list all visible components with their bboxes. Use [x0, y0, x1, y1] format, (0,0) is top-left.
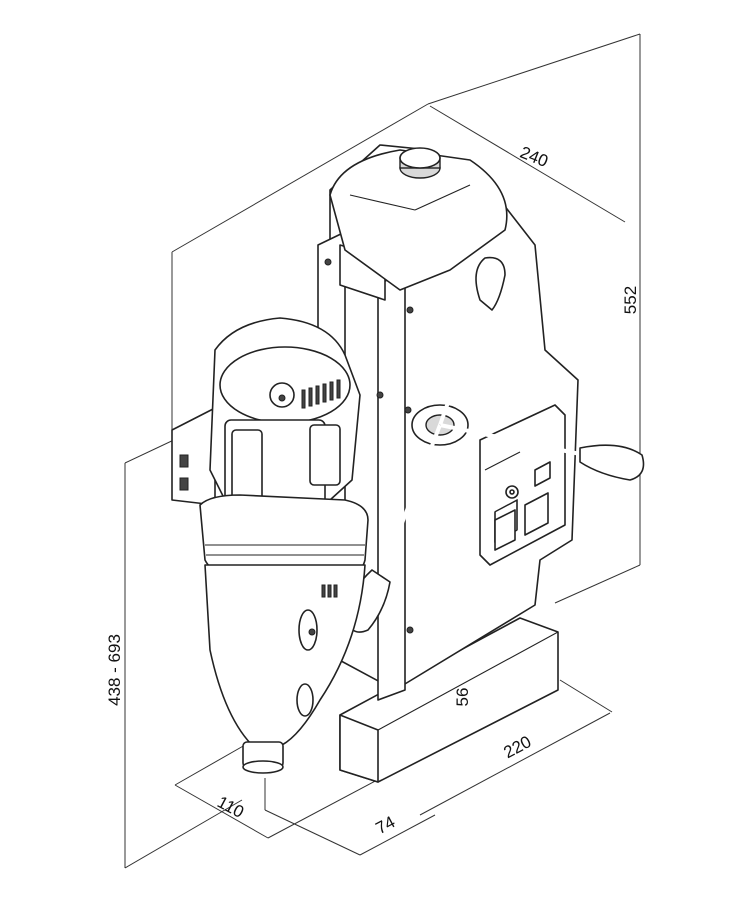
motor-unit [171, 317, 369, 774]
dim-110: 110 [214, 792, 247, 822]
magnetic-base [339, 617, 559, 783]
dim-56: 56 [453, 688, 472, 707]
dim-220: 220 [500, 732, 534, 762]
vent-slots [301, 379, 341, 409]
dim-552: 552 [621, 286, 640, 314]
dim-74: 74 [373, 812, 399, 838]
dim-438-693: 438 - 693 [105, 634, 124, 706]
dim-240: 240 [517, 143, 550, 171]
